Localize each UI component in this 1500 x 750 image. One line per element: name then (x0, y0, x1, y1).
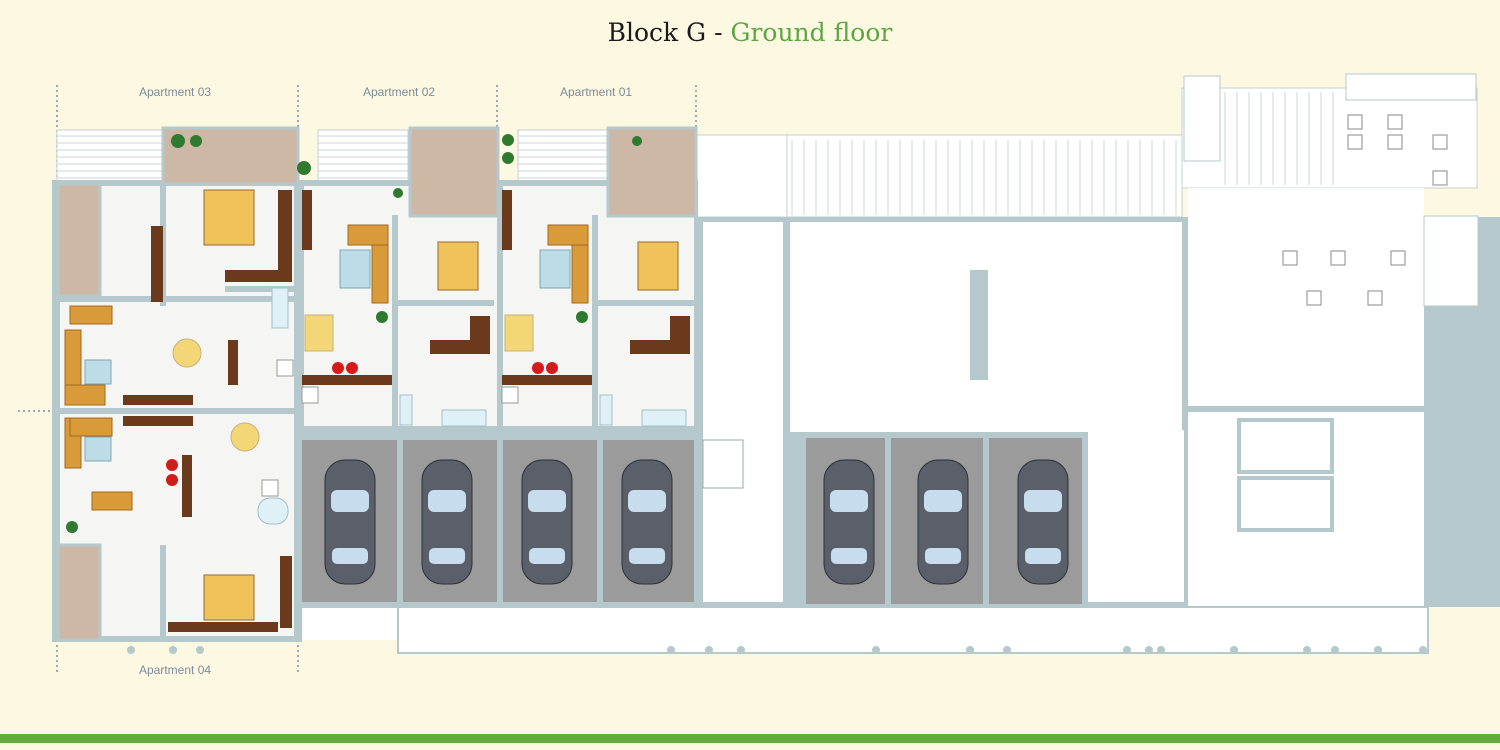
car-rear-window (332, 548, 368, 564)
beds (203, 189, 679, 621)
cafe-table (1330, 250, 1346, 266)
title-floor: Ground floor (730, 18, 893, 47)
cafe-table (1347, 134, 1363, 150)
cafe-table (1387, 134, 1403, 150)
column (1230, 646, 1238, 654)
parking-bay-dividers (397, 438, 989, 604)
column (1374, 646, 1382, 654)
wood-furniture (123, 190, 690, 632)
car (823, 459, 875, 585)
apartment-03-label: Apartment 03 (139, 85, 212, 99)
bay-divider (497, 440, 503, 602)
car-windshield (1024, 490, 1062, 512)
columns (127, 646, 1427, 654)
car (621, 459, 673, 585)
column (872, 646, 880, 654)
dining-tables (172, 314, 534, 452)
column (667, 646, 675, 654)
column (705, 646, 713, 654)
bay-divider (885, 438, 891, 604)
cafe-tables (1282, 114, 1448, 306)
column (1145, 646, 1153, 654)
column (1331, 646, 1339, 654)
column (127, 646, 135, 654)
column (1157, 646, 1165, 654)
cafe-table (1432, 134, 1448, 150)
car (521, 459, 573, 585)
apartment-01-label: Apartment 01 (560, 85, 633, 99)
car-rear-window (529, 548, 565, 564)
cafe-table (1306, 290, 1322, 306)
bay-divider (983, 438, 989, 604)
column (1123, 646, 1131, 654)
car-windshield (428, 490, 466, 512)
apartment-04-label: Apartment 04 (139, 663, 212, 677)
chairs-red (166, 362, 558, 486)
apartment-02-label: Apartment 02 (363, 85, 436, 99)
car (324, 459, 376, 585)
car-windshield (331, 490, 369, 512)
cafe-table (1347, 114, 1363, 130)
bay-divider (597, 440, 603, 602)
plants (66, 134, 642, 533)
bathroom-fixtures (257, 287, 687, 525)
car-windshield (830, 490, 868, 512)
car-windshield (628, 490, 666, 512)
title-block: Block G (607, 18, 707, 47)
car (917, 459, 969, 585)
car (1017, 459, 1069, 585)
car-rear-window (1025, 548, 1061, 564)
cafe-table (1367, 290, 1383, 306)
column (196, 646, 204, 654)
car (421, 459, 473, 585)
column (737, 646, 745, 654)
bay-divider (397, 440, 403, 602)
cafe-table (1390, 250, 1406, 266)
column (1003, 646, 1011, 654)
sofas (64, 224, 589, 511)
car-windshield (924, 490, 962, 512)
cafe-table (1387, 114, 1403, 130)
cars (324, 459, 1069, 585)
column (1303, 646, 1311, 654)
car-rear-window (831, 548, 867, 564)
terraces (56, 126, 698, 642)
car-rear-window (629, 548, 665, 564)
car-rear-window (429, 548, 465, 564)
title-separator: - (706, 18, 731, 47)
cafe-table (1432, 170, 1448, 186)
cafe-table (1282, 250, 1298, 266)
column (169, 646, 177, 654)
bottom-accent-bar (0, 734, 1500, 743)
column (966, 646, 974, 654)
car-rear-window (925, 548, 961, 564)
rugs (84, 249, 571, 462)
car-windshield (528, 490, 566, 512)
column (1419, 646, 1427, 654)
plan-title: Block G - Ground floor (0, 18, 1500, 47)
stoves (261, 359, 519, 497)
